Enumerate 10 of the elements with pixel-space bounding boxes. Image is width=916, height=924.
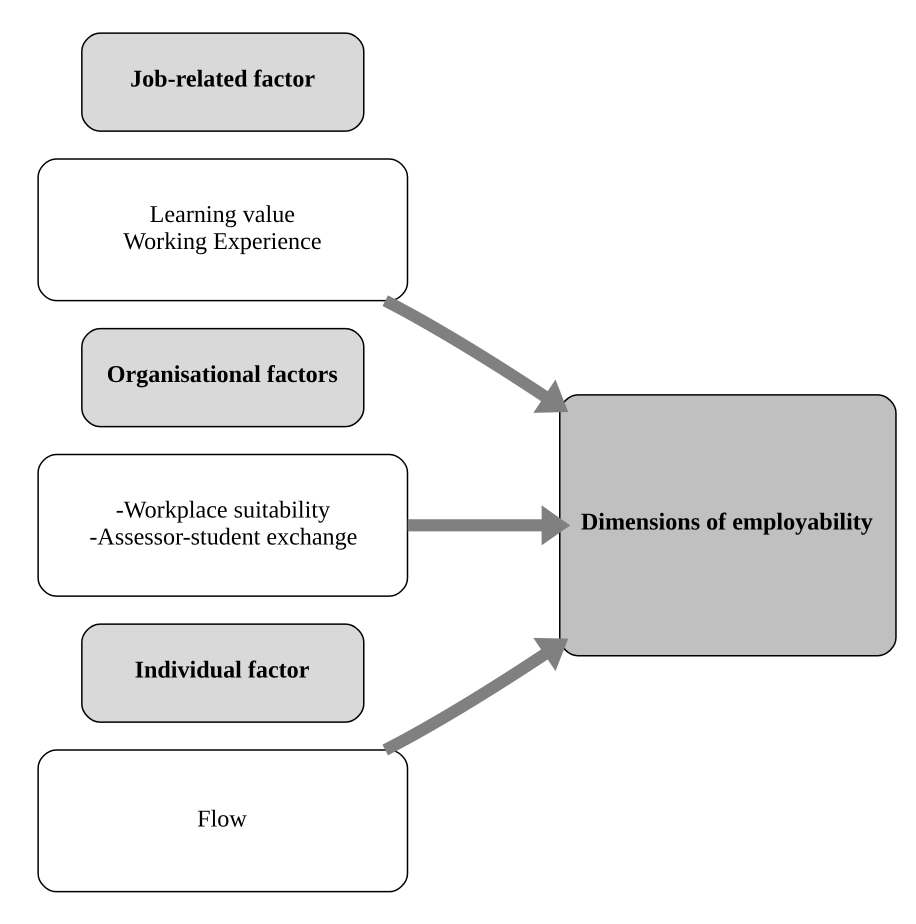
node-box: Learning value Working Experience (37, 158, 408, 302)
node-box: Flow (37, 749, 408, 892)
node-box: Dimensions of employability (559, 394, 897, 656)
arrow (382, 638, 568, 756)
node-box: Job-related factor (81, 32, 365, 132)
arrow (382, 295, 568, 413)
node-box: Organisational factors (81, 328, 365, 428)
arrow (408, 505, 570, 546)
node-box: -Workplace suitability -Assessor-student exchange (37, 454, 408, 597)
node-box: Individual factor (81, 623, 365, 723)
